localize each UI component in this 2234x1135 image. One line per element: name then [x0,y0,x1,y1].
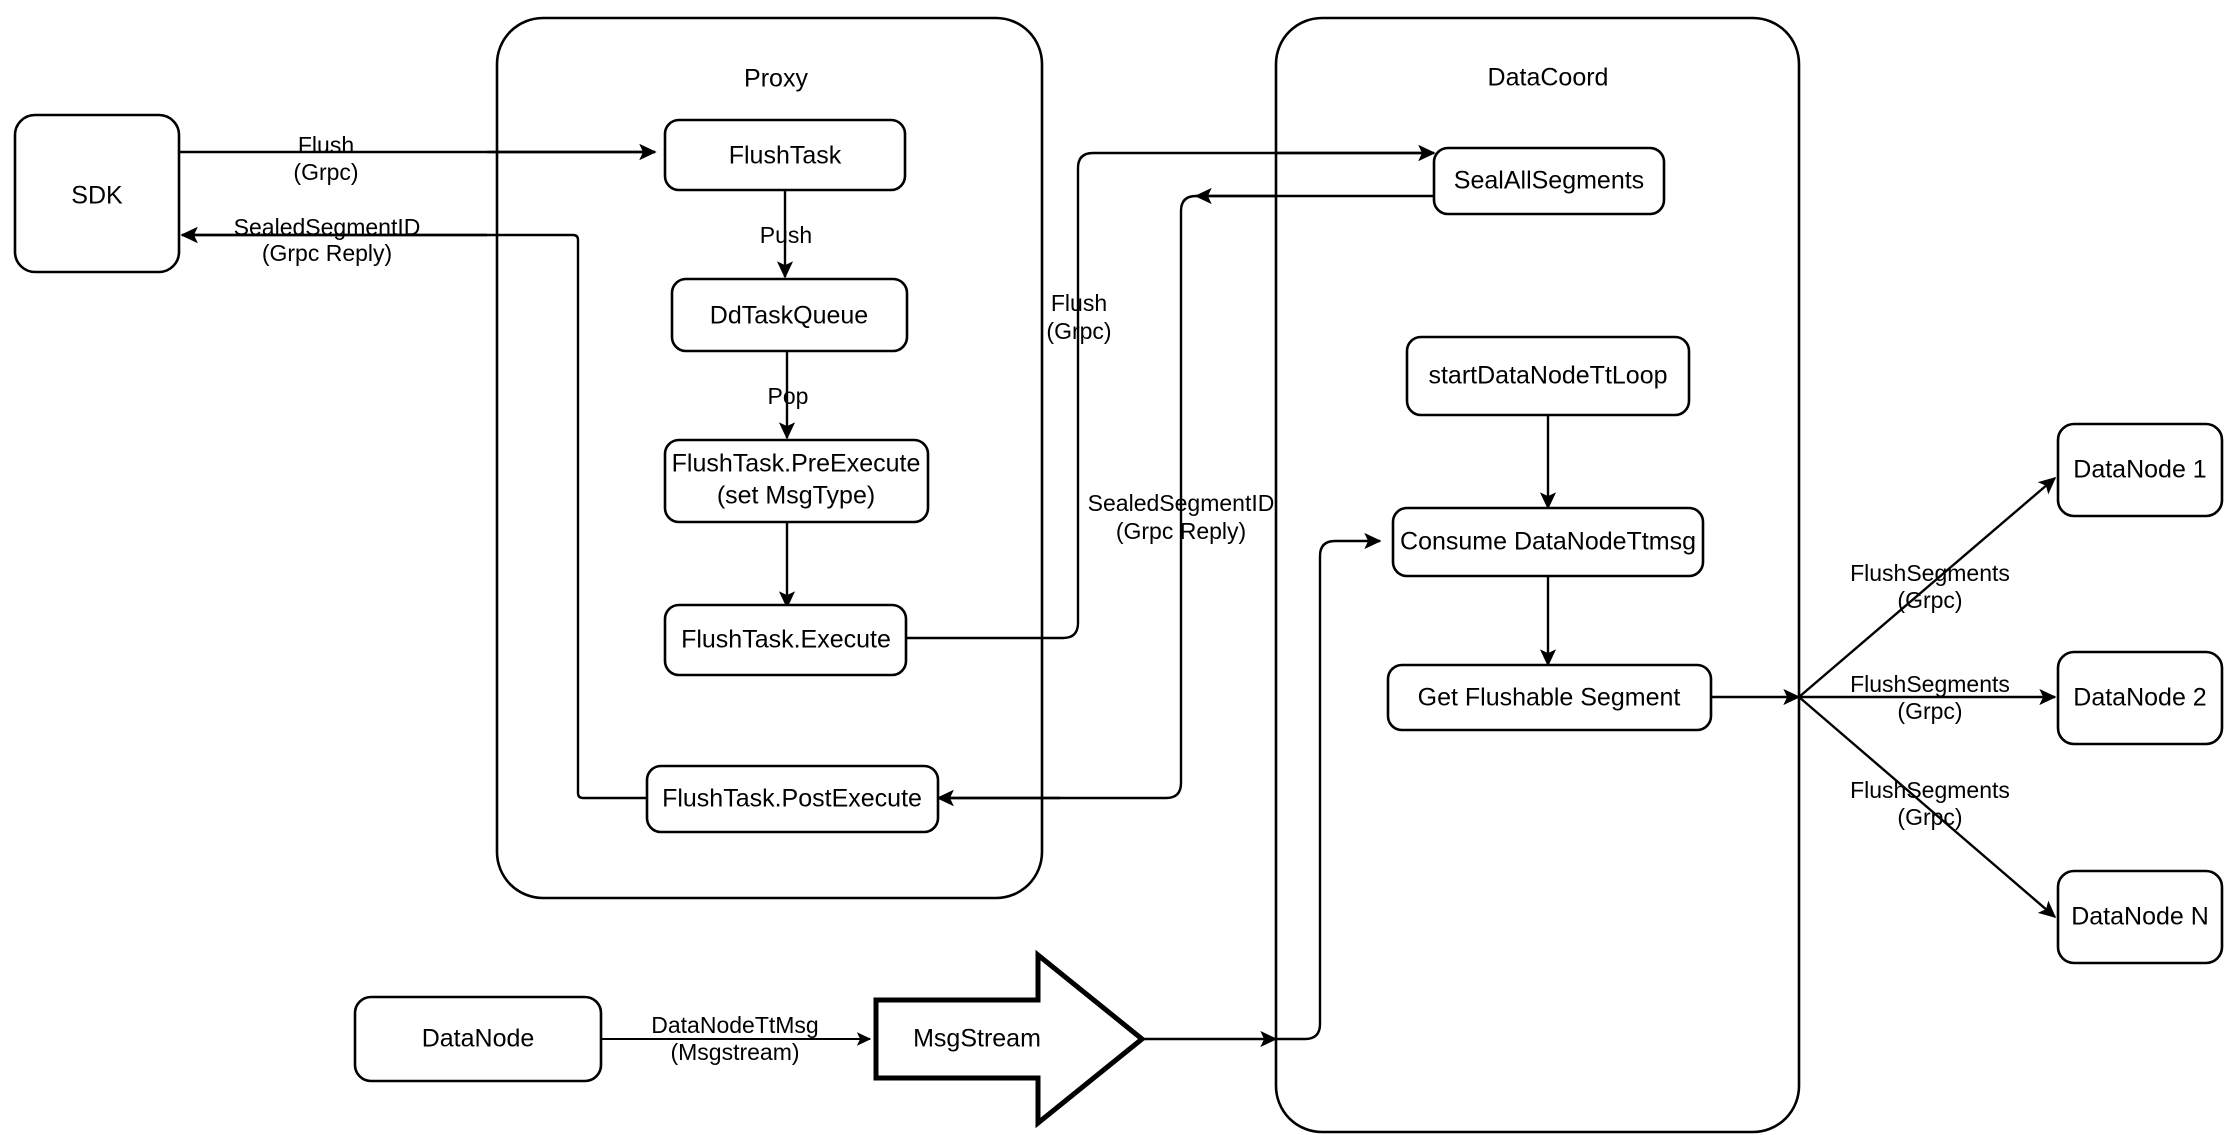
ddtaskqueue-label: DdTaskQueue [710,302,868,330]
edge-label-pop: Pop [768,383,809,409]
edge-label-flushsegments-1: FlushSegments (Grpc) [1850,560,2010,613]
get-flushable-segment-box[interactable] [1386,663,1713,732]
node-get-flushable-segment[interactable]: Get Flushable Segment [1386,663,1713,732]
edge-label-proxy-to-coord: Flush (Grpc) [1046,290,1111,344]
edge-label-flushsegments-1-line2: (Grpc) [1897,587,1962,613]
flushtask-box[interactable] [663,118,907,192]
consume-datanodettmsg-label: Consume DataNodeTtmsg [1400,528,1696,556]
group-proxy: Proxy [495,16,1044,900]
preexecute-label-line1: FlushTask.PreExecute [672,450,921,478]
node-postexecute[interactable]: FlushTask.PostExecute [645,764,940,834]
proxy-group-label: Proxy [744,65,808,93]
datanode-source-box[interactable] [353,995,603,1083]
edge-label-flushsegments-2: FlushSegments (Grpc) [1850,671,2010,724]
edge-label-sealedsegmentid-line2: (Grpc Reply) [262,240,392,266]
node-sealallsegments[interactable]: SealAllSegments [1432,146,1666,216]
edge-label-datanodettmsg-line1: DataNodeTtMsg [651,1012,818,1038]
get-flushable-segment-label: Get Flushable Segment [1418,684,1681,712]
postexecute-box[interactable] [645,764,940,834]
ddtaskqueue-box[interactable] [670,277,909,353]
execute-label: FlushTask.Execute [681,626,891,654]
flushtask-label: FlushTask [729,142,842,170]
startdatanodettloop-label: startDataNodeTtLoop [1428,362,1667,390]
datacoord-container [1274,16,1801,1134]
edge-label-sdk-to-proxy: Flush (Grpc) [293,132,358,185]
msgstream-label: MsgStream [913,1025,1041,1053]
startdatanodettloop-box[interactable] [1405,335,1691,417]
edge-label-flushsegments-n: FlushSegments (Grpc) [1850,777,2010,830]
node-flushtask[interactable]: FlushTask [663,118,907,192]
node-ddtaskqueue[interactable]: DdTaskQueue [670,277,909,353]
edge-label-flushsegments-1-line1: FlushSegments [1850,560,2010,586]
node-datanode-2[interactable]: DataNode 2 [2056,650,2224,746]
edge-label-push: Push [760,222,812,248]
sealallsegments-box[interactable] [1432,146,1666,216]
datanode-source-label: DataNode [422,1025,535,1053]
node-consume-datanodettmsg[interactable]: Consume DataNodeTtmsg [1391,506,1705,578]
edge-label-flushsegments-n-line2: (Grpc) [1897,804,1962,830]
node-datanode-source[interactable]: DataNode [353,995,603,1083]
edge-execute-to-datacoord [906,144,1436,640]
edge-datacoord-to-postexecute [936,187,1434,807]
datanode-n-label: DataNode N [2071,903,2209,931]
node-datanode-1[interactable]: DataNode 1 [2056,422,2224,518]
edge-label-proxy-to-sdk: SealedSegmentID (Grpc Reply) [234,214,421,266]
group-datacoord: DataCoord [1274,16,1801,1134]
postexecute-label: FlushTask.PostExecute [662,785,922,813]
edge-hub-to-datanoden [1798,696,2057,918]
edge-hub-to-datanode1 [1798,477,2057,698]
datanode-2-box[interactable] [2056,650,2224,746]
datanode-1-box[interactable] [2056,422,2224,518]
node-execute[interactable]: FlushTask.Execute [663,603,908,677]
edge-label-coord-to-proxy: SealedSegmentID (Grpc Reply) [1088,490,1275,544]
edge-proxy-to-sdk [180,226,647,800]
msgstream-arrow-shape[interactable] [873,949,1146,1129]
node-preexecute[interactable]: FlushTask.PreExecute (set MsgType) [663,438,930,524]
datacoord-group-label: DataCoord [1488,64,1609,92]
edge-msgstream-to-consume [1276,532,1382,1041]
edge-label-sealedsegmentid-coord-line1: SealedSegmentID [1088,490,1275,516]
node-msgstream[interactable]: MsgStream [873,949,1146,1129]
edge-label-flush-grpc-line2: (Grpc) [293,159,358,185]
edge-label-flush-coord-line2: (Grpc) [1046,318,1111,344]
execute-box[interactable] [663,603,908,677]
consume-datanodettmsg-box[interactable] [1391,506,1705,578]
preexecute-label-line2: (set MsgType) [717,482,875,510]
proxy-container [495,16,1044,900]
datanode-2-label: DataNode 2 [2073,684,2206,712]
edge-label-flushsegments-n-line1: FlushSegments [1850,777,2010,803]
node-sdk[interactable]: SDK [13,113,181,274]
node-datanode-n[interactable]: DataNode N [2056,869,2224,965]
edge-label-flushsegments-2-line2: (Grpc) [1897,698,1962,724]
datanode-1-label: DataNode 1 [2073,456,2206,484]
edge-label-flush-grpc-line1: Flush [298,132,354,158]
edge-label-datanode-ttmsg: DataNodeTtMsg (Msgstream) [651,1012,818,1065]
sdk-box[interactable] [13,113,181,274]
edge-label-sealedsegmentid-line1: SealedSegmentID [234,214,421,240]
edge-label-sealedsegmentid-coord-line2: (Grpc Reply) [1116,518,1246,544]
edge-label-flushsegments-2-line1: FlushSegments [1850,671,2010,697]
sdk-label: SDK [71,182,123,210]
edge-label-datanodettmsg-line2: (Msgstream) [670,1039,799,1065]
sealallsegments-label: SealAllSegments [1454,167,1644,195]
preexecute-box[interactable] [663,438,930,524]
edge-label-flush-coord-line1: Flush [1051,290,1107,316]
datanode-n-box[interactable] [2056,869,2224,965]
node-startdatanodettloop[interactable]: startDataNodeTtLoop [1405,335,1691,417]
